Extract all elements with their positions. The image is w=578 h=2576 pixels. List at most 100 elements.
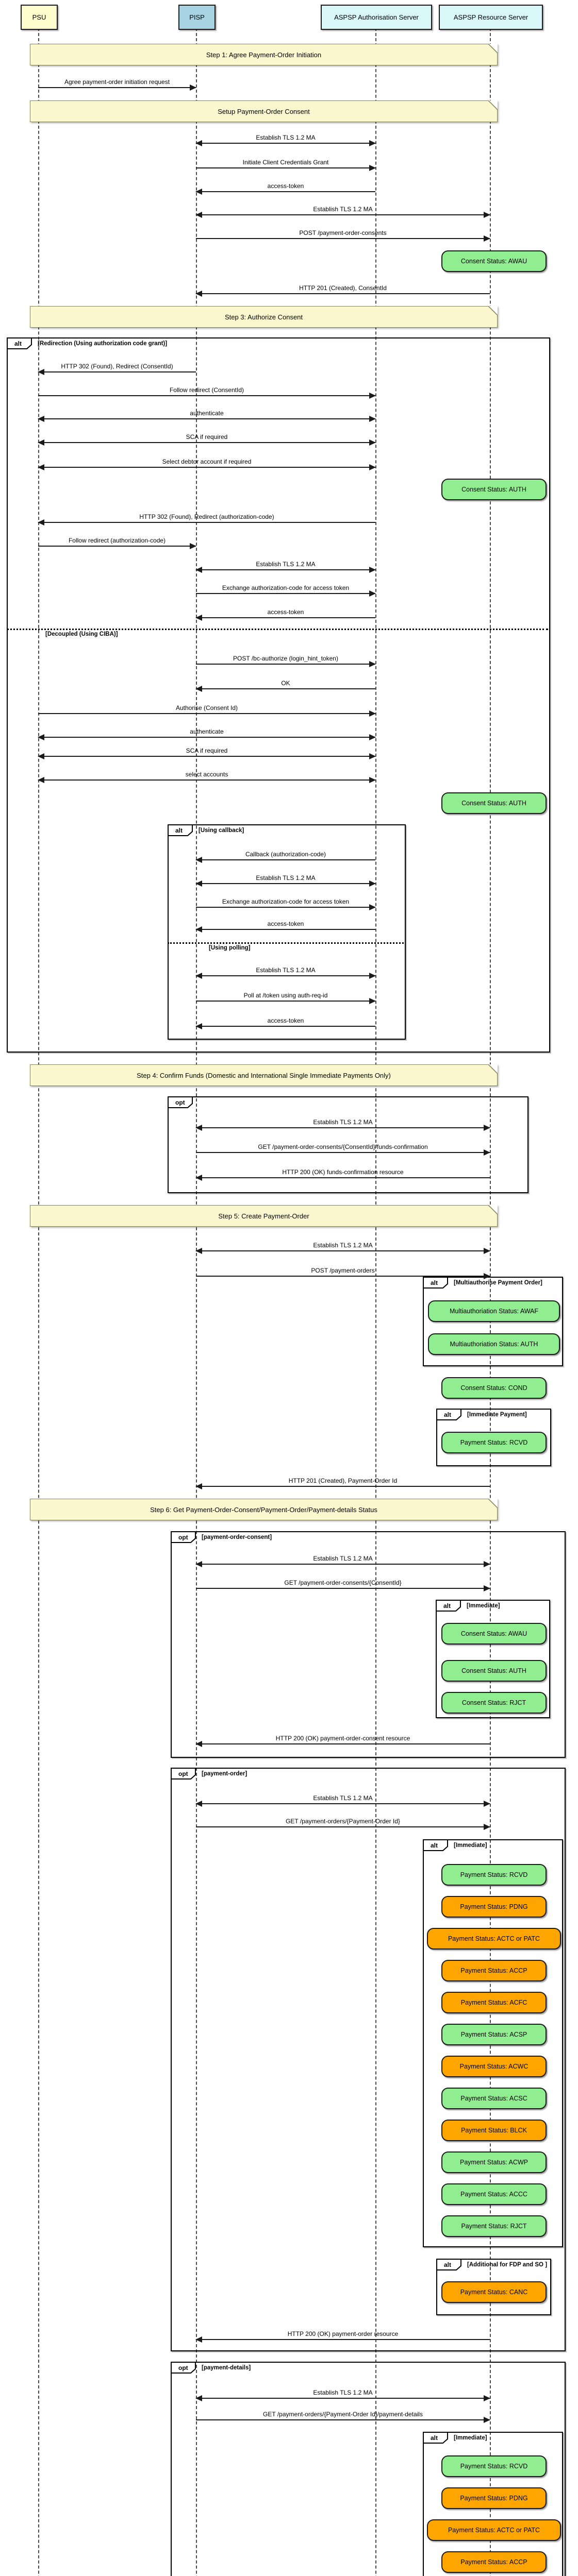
frame-tab xyxy=(168,1096,193,1108)
participant-label: ASPSP Resource Server xyxy=(453,13,529,21)
sequence-message: Establish TLS 1.2 MA xyxy=(195,203,490,218)
status-badge-label: Consent Status: AUTH xyxy=(461,800,526,807)
participant-pisp: PISP xyxy=(178,5,216,30)
sequence-message: HTTP 201 (Created), Payment-Order Id xyxy=(195,1475,490,1489)
alt-frame: alt[Immediate] xyxy=(423,1839,563,2247)
status-badge-label: Payment Status: ACCP xyxy=(460,1967,527,1974)
arrowhead-icon xyxy=(369,734,376,740)
note-label: Step 6: Get Payment-Order-Consent/Paymen… xyxy=(150,1505,377,1514)
arrowhead-icon xyxy=(369,753,376,759)
note-label: Step 1: Agree Payment-Order Initiation xyxy=(206,50,322,59)
status-badge-label: Payment Status: ACTC or PATC xyxy=(448,2527,540,2534)
arrowhead-icon xyxy=(195,1801,202,1807)
participant-res: ASPSP Resource Server xyxy=(439,5,543,30)
message-line xyxy=(196,569,375,570)
status-badge-label: Payment Status: ACCP xyxy=(460,2558,527,2566)
arrowhead-icon xyxy=(484,1248,490,1254)
arrowhead-icon xyxy=(369,464,376,470)
status-badge-label: Consent Status: AWAU xyxy=(460,1630,527,1637)
message-line xyxy=(196,1588,490,1589)
message-line xyxy=(38,737,375,738)
frame-guard-label: [payment-details] xyxy=(202,2365,251,2371)
status-badge-label: Payment Status: ACTC or PATC xyxy=(448,1935,540,1942)
sequence-message: Establish TLS 1.2 MA xyxy=(195,1552,490,1567)
frame-tab xyxy=(171,1531,196,1543)
message-label: GET /payment-orders/{Payment-Order Id} xyxy=(286,1818,400,1825)
message-label: HTTP 302 (Found), Redirect (ConsentId) xyxy=(61,363,173,370)
message-label: Establish TLS 1.2 MA xyxy=(256,874,316,882)
arrowhead-icon xyxy=(195,1483,202,1489)
message-line xyxy=(196,1564,490,1565)
message-line xyxy=(38,442,375,443)
frame-tab xyxy=(423,1277,448,1289)
arrowhead-icon xyxy=(369,140,376,146)
status-badge-label: Payment Status: ACWP xyxy=(460,2159,528,2166)
lifeline-psu xyxy=(38,28,39,2576)
arrowhead-icon xyxy=(195,1741,202,1747)
message-label: Establish TLS 1.2 MA xyxy=(313,1555,373,1562)
arrowhead-icon xyxy=(195,2395,202,2401)
message-line xyxy=(196,1803,490,1804)
message-label: access-token xyxy=(267,608,304,616)
status-badge: Payment Status: ACCP xyxy=(441,1960,547,1981)
arrowhead-icon xyxy=(195,973,202,979)
frame-kind-label: alt xyxy=(431,1842,438,1849)
message-label: Establish TLS 1.2 MA xyxy=(256,134,316,141)
message-label: Follow redirect (authorization-code) xyxy=(68,537,166,544)
message-label: Select debtor account if required xyxy=(162,458,252,465)
message-line xyxy=(196,293,490,294)
sequence-message: Exchange authorization-code for access t… xyxy=(196,895,376,910)
status-badge: Payment Status: RCVD xyxy=(441,2455,547,2477)
opt-frame: opt[payment-order-consent] xyxy=(171,1531,566,1758)
status-badge: Payment Status: RCVD xyxy=(441,1432,547,1453)
sequence-message: Establish TLS 1.2 MA xyxy=(195,2386,490,2401)
message-label: select accounts xyxy=(185,771,228,778)
sequence-message: Establish TLS 1.2 MA xyxy=(195,964,376,979)
frame-tab xyxy=(423,1839,448,1851)
arrowhead-icon xyxy=(369,567,376,573)
message-line xyxy=(196,2339,490,2340)
status-badge: Payment Status: ACFC xyxy=(441,1992,547,2013)
message-line xyxy=(38,522,375,523)
participant-label: PISP xyxy=(189,13,205,21)
message-label: Establish TLS 1.2 MA xyxy=(313,2389,373,2396)
note-step: Setup Payment-Order Consent xyxy=(30,100,498,122)
arrowhead-icon xyxy=(195,291,202,297)
message-label: SCA if required xyxy=(186,747,228,754)
frame-guard-label: [Using callback] xyxy=(199,827,244,834)
arrowhead-icon xyxy=(195,615,202,621)
message-line xyxy=(38,467,375,468)
sequence-message: Establish TLS 1.2 MA xyxy=(195,558,376,573)
note-fold-icon xyxy=(488,1205,498,1214)
frame-kind-label: alt xyxy=(444,1411,452,1418)
note-label: Step 3: Authorize Consent xyxy=(224,313,303,321)
message-line xyxy=(196,1152,490,1153)
status-badge: Consent Status: RJCT xyxy=(441,1692,547,1714)
arrowhead-icon xyxy=(484,1824,490,1830)
message-label: Establish TLS 1.2 MA xyxy=(313,1118,373,1126)
message-line xyxy=(196,664,375,665)
status-badge-label: Payment Status: ACSP xyxy=(460,2031,527,2038)
note-fold-icon xyxy=(488,44,498,53)
sequence-message: authenticate xyxy=(38,407,376,422)
message-label: Exchange authorization-code for access t… xyxy=(222,898,350,905)
arrowhead-icon xyxy=(195,189,202,195)
frame-kind-label: alt xyxy=(175,827,183,834)
message-label: HTTP 201 (Created), ConsentId xyxy=(299,284,387,292)
sequence-message: HTTP 302 (Found), Redirect (ConsentId) xyxy=(38,360,196,375)
sequence-message: Establish TLS 1.2 MA xyxy=(195,1116,490,1131)
note-fold-icon xyxy=(488,1064,498,1074)
participant-psu: PSU xyxy=(21,5,58,30)
status-badge: Payment Status: CANC xyxy=(441,2281,547,2303)
message-label: Establish TLS 1.2 MA xyxy=(313,206,373,213)
arrowhead-icon xyxy=(484,235,490,242)
frame-tab xyxy=(171,1768,196,1780)
frame-tab xyxy=(436,1600,461,1612)
message-label: HTTP 201 (Created), Payment-Order Id xyxy=(288,1477,398,1484)
sequence-message: Follow redirect (authorization-code) xyxy=(38,534,196,549)
alt-else-divider xyxy=(7,629,548,630)
status-badge-label: Payment Status: ACWC xyxy=(459,2063,529,2070)
note-step: Step 1: Agree Payment-Order Initiation xyxy=(30,44,498,65)
status-badge: Payment Status: PDNG xyxy=(441,1896,547,1918)
message-label: Callback (authorization-code) xyxy=(245,851,326,858)
